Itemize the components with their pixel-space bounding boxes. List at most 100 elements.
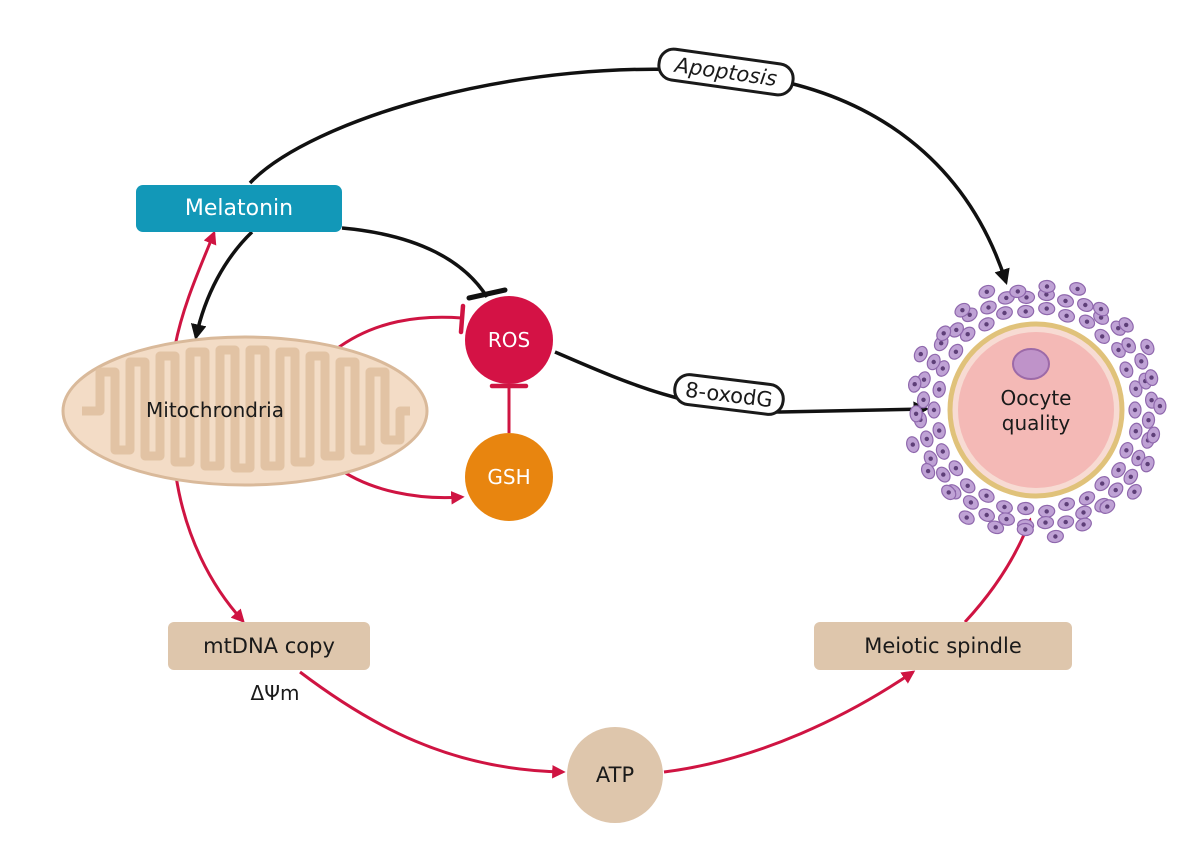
cumulus-cell-nucleus <box>1128 474 1134 479</box>
cumulus-cell-nucleus <box>1053 534 1058 539</box>
cumulus-cell-nucleus <box>993 525 998 530</box>
cumulus-cell-nucleus <box>946 490 951 495</box>
cumulus-cell-nucleus <box>1139 359 1144 364</box>
mtdna-to-atp-arrow <box>299 670 566 779</box>
cumulus-cell-nucleus <box>1157 403 1163 409</box>
cumulus-cell-nucleus <box>1132 407 1138 413</box>
cumulus-cell-nucleus <box>931 359 936 365</box>
cumulus-cell-nucleus <box>1063 519 1068 525</box>
cumulus-cell-nucleus <box>1124 448 1129 453</box>
cumulus-cell-nucleus <box>1116 347 1121 353</box>
cumulus-cell-nucleus <box>937 428 942 433</box>
cumulus-cell-nucleus <box>1083 302 1088 308</box>
cumulus-cell-nucleus <box>1004 516 1009 522</box>
cumulus-cell-nucleus <box>1116 326 1121 331</box>
cumulus-cell-nucleus <box>954 327 959 333</box>
delta-psi-label: ΔΨm <box>250 681 300 705</box>
cumulus-cell-nucleus <box>1100 334 1105 339</box>
cumulus-cell-nucleus <box>940 449 945 454</box>
cumulus-cell-nucleus <box>984 512 989 518</box>
cumulus-cell-nucleus <box>1084 496 1090 501</box>
cumulus-cell-nucleus <box>925 468 931 474</box>
cumulus-cell-nucleus <box>1002 504 1007 510</box>
cumulus-cell-nucleus <box>1023 527 1028 532</box>
cumulus-cell-nucleus <box>1149 375 1154 380</box>
cumulus-cell-nucleus <box>939 341 944 346</box>
atp-circle <box>567 727 663 823</box>
cumulus-cell-nucleus <box>931 407 937 413</box>
cumulus-cell-nucleus <box>937 387 942 392</box>
cumulus-cell-nucleus <box>1105 504 1110 509</box>
cumulus-cell-nucleus <box>1063 298 1068 304</box>
cumulus-cell-nucleus <box>924 436 929 442</box>
cumulus-cell-nucleus <box>965 483 970 488</box>
spindle-label: Meiotic spindle <box>864 634 1022 658</box>
apoptosis-arrow <box>248 67 1010 285</box>
cumulus-cell-nucleus <box>968 500 974 505</box>
cumulus-cell-nucleus <box>1044 292 1049 297</box>
atp-to-spindle-arrow <box>663 670 916 774</box>
cumulus-cell-nucleus <box>986 305 991 310</box>
cumulus-cell-nucleus <box>953 466 959 471</box>
cumulus-cell-nucleus <box>1084 319 1090 324</box>
cumulus-cell-nucleus <box>1151 432 1156 438</box>
melatonin-inhibits-ros-line <box>341 226 489 298</box>
cumulus-cell-nucleus <box>1044 284 1050 289</box>
cumulus-cell-nucleus <box>1044 306 1049 311</box>
cumulus-cell-nucleus <box>912 382 917 387</box>
cumulus-cell-nucleus <box>941 331 946 336</box>
oocyte-nucleus <box>1012 348 1050 380</box>
cumulus-cell-nucleus <box>1075 286 1080 292</box>
mitochondria-inhibits-ros-bar <box>458 303 466 335</box>
cumulus-cell-nucleus <box>1064 313 1069 318</box>
cumulus-cell-nucleus <box>1146 418 1151 423</box>
gsh-label: GSH <box>487 465 531 489</box>
mtdna-label: mtDNA copy <box>203 634 335 658</box>
cumulus-cell-nucleus <box>941 472 946 477</box>
cumulus-cell-nucleus <box>918 351 923 357</box>
cumulus-cell-nucleus <box>1133 429 1139 434</box>
oocyte-label-line1: Oocyte <box>1000 386 1072 410</box>
cumulus-cell-nucleus <box>1145 461 1150 467</box>
cumulus-cell-nucleus <box>1149 398 1154 403</box>
cumulus-cell-nucleus <box>1064 502 1069 507</box>
oocyte-label-line2: quality <box>1001 411 1071 435</box>
cumulus-cell-nucleus <box>1124 367 1129 372</box>
spindle-box <box>814 622 1072 670</box>
cumulus-cell-nucleus <box>1098 306 1104 312</box>
mitochondria-to-gsh-arrow <box>334 464 465 505</box>
ros-label: ROS <box>487 328 531 352</box>
mitochondrion-shape <box>61 335 429 487</box>
cumulus-cell-nucleus <box>1145 344 1150 350</box>
melatonin-box <box>136 185 342 232</box>
cumulus-cell-nucleus <box>1116 467 1121 473</box>
cumulus-cell-nucleus <box>1133 386 1139 391</box>
cumulus-cell-nucleus <box>940 366 945 371</box>
cumulus-cell-nucleus <box>965 332 970 337</box>
cumulus-cell-nucleus <box>953 349 959 354</box>
cumulus-cell-nucleus <box>1126 343 1131 348</box>
cumulus-cell-nucleus <box>921 377 927 382</box>
oocyte-cytoplasm <box>958 332 1114 488</box>
cumulus-cell-nucleus <box>1113 487 1118 493</box>
mitochondria-to-mtdna-arrow <box>174 475 245 623</box>
cumulus-cell-nucleus <box>1100 481 1105 486</box>
cumulus-cell-nucleus <box>913 411 919 416</box>
mitochondria-label: Mitochrondria <box>146 398 284 422</box>
cumulus-cell-nucleus <box>1004 295 1009 301</box>
cumulus-cell-nucleus <box>910 442 915 447</box>
cumulus-cells <box>906 279 1167 544</box>
cumulus-cell-nucleus <box>984 322 989 327</box>
melatonin-to-mitochondria-arrow <box>190 230 254 341</box>
cumulus-cell-nucleus <box>921 397 926 402</box>
ros-circle <box>465 296 553 384</box>
oocyte-quality-label: Oocyte quality <box>976 384 1096 438</box>
mitochondria-to-melatonin-arrow <box>173 230 217 347</box>
cumulus-cell-nucleus <box>1132 489 1137 494</box>
cumulus-cell-nucleus <box>1098 315 1104 320</box>
cumulus-cell-nucleus <box>960 308 965 313</box>
atp-label: ATP <box>595 763 635 787</box>
cumulus-cell-nucleus <box>928 456 933 461</box>
melatonin-inhibits-ros-bar <box>466 287 508 301</box>
